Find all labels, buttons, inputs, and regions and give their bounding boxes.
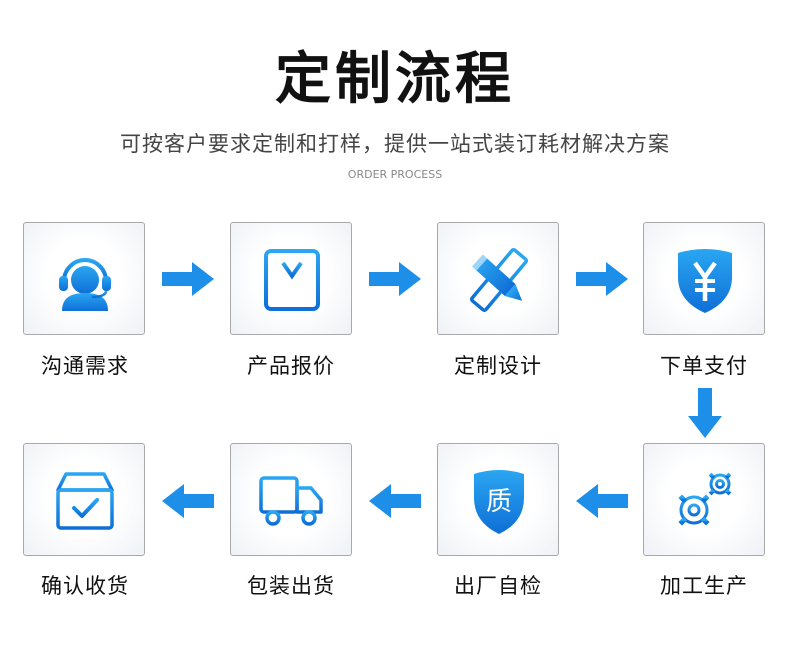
step-label-communicate: 沟通需求: [41, 354, 129, 378]
step-box-ship: [230, 443, 352, 556]
pencil-ruler-icon: [469, 248, 529, 312]
step-box-production: [643, 443, 765, 556]
step-label-quality-check: 出厂自检: [454, 574, 542, 598]
step-label-ship: 包装出货: [247, 574, 335, 598]
arrow-left-icon: [576, 484, 628, 518]
arrow-left-icon: [162, 484, 214, 518]
page-subtitle-en: ORDER PROCESS: [347, 168, 443, 181]
yuan-quote-icon: [264, 249, 320, 311]
step-label-production: 加工生产: [660, 574, 748, 598]
step-box-quality-check: 质: [437, 443, 559, 556]
quality-glyph: 质: [486, 487, 512, 517]
step-box-communicate: [23, 222, 145, 335]
step-box-design: [437, 222, 559, 335]
received-box-icon: [56, 472, 114, 530]
step-box-confirm-receipt: [23, 443, 145, 556]
step-label-quote: 产品报价: [247, 354, 335, 378]
step-label-payment: 下单支付: [660, 354, 748, 378]
gears-icon: [674, 470, 734, 530]
yuan-shield-icon: [678, 249, 732, 313]
step-box-payment: [643, 222, 765, 335]
page-subtitle: 可按客户要求定制和打样，提供一站式装订耗材解决方案: [120, 132, 670, 156]
arrow-left-icon: [369, 484, 421, 518]
page-title: 定制流程: [275, 47, 515, 112]
arrow-right-icon: [162, 262, 214, 296]
step-box-quote: [230, 222, 352, 335]
quality-shield-icon: 质: [474, 470, 524, 534]
arrow-right-icon: [369, 262, 421, 296]
step-label-design: 定制设计: [454, 354, 542, 378]
step-label-confirm-receipt: 确认收货: [41, 574, 129, 598]
arrow-down-icon: [688, 388, 722, 438]
customer-service-icon: [59, 258, 111, 311]
arrow-right-icon: [576, 262, 628, 296]
delivery-truck-icon: [259, 476, 323, 526]
